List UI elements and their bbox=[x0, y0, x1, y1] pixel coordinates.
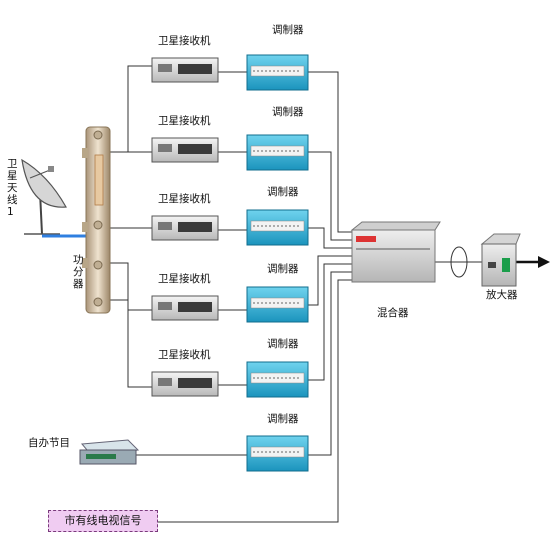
modulator-5 bbox=[246, 361, 309, 398]
modulator-1-label: 调制器 bbox=[272, 24, 304, 36]
modulator-6-label: 调制器 bbox=[267, 413, 299, 425]
modulator-2-label: 调制器 bbox=[272, 106, 304, 118]
modulator-2 bbox=[246, 134, 309, 171]
modulator-3-label: 调制器 bbox=[267, 186, 299, 198]
amplifier-label: 放大器 bbox=[486, 289, 518, 301]
receiver-1 bbox=[151, 57, 219, 83]
modulator-6 bbox=[246, 435, 309, 472]
city-cable-signal-box: 市有线电视信号 bbox=[48, 510, 158, 532]
modulator-5-label: 调制器 bbox=[267, 338, 299, 350]
modulator-1 bbox=[246, 54, 309, 91]
output-arrow bbox=[515, 256, 550, 268]
receiver-3-label: 卫星接收机 bbox=[158, 193, 211, 205]
receiver-2 bbox=[151, 137, 219, 163]
receiver-3 bbox=[151, 215, 219, 241]
combiner-label: 混合器 bbox=[377, 307, 409, 319]
wiring bbox=[110, 65, 484, 523]
modulator-3 bbox=[246, 209, 309, 246]
antenna-label: 卫星天线1 bbox=[7, 158, 18, 218]
own-program-device-icon bbox=[79, 439, 140, 465]
receiver-1-label: 卫星接收机 bbox=[158, 35, 211, 47]
modulator-4 bbox=[246, 286, 309, 323]
combiner-icon bbox=[350, 221, 441, 283]
receiver-4 bbox=[151, 295, 219, 321]
own-program-label: 自办节目 bbox=[28, 437, 70, 449]
receiver-5 bbox=[151, 371, 219, 397]
receiver-2-label: 卫星接收机 bbox=[158, 115, 211, 127]
splitter-label: 功分器 bbox=[73, 254, 84, 290]
satellite-antenna-icon bbox=[21, 158, 90, 238]
receiver-5-label: 卫星接收机 bbox=[158, 349, 211, 361]
modulator-4-label: 调制器 bbox=[267, 263, 299, 275]
power-splitter-icon bbox=[82, 126, 111, 314]
receiver-4-label: 卫星接收机 bbox=[158, 273, 211, 285]
amplifier-icon bbox=[480, 233, 521, 287]
